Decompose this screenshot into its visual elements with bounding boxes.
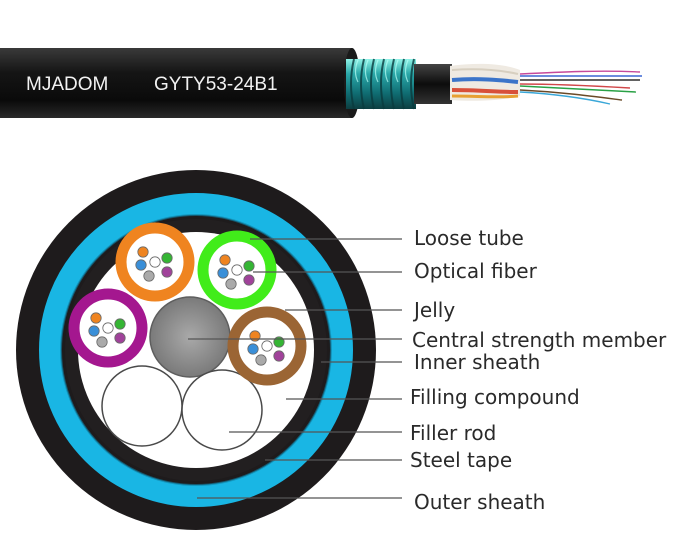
cable-steel-armor (346, 58, 416, 110)
optical-fiber (243, 260, 255, 272)
optical-fiber (149, 256, 161, 268)
optical-fiber (231, 264, 243, 276)
optical-fiber (161, 252, 173, 264)
optical-fiber (243, 274, 255, 286)
optical-fiber (143, 270, 155, 282)
optical-fiber (88, 325, 100, 337)
optical-fiber (247, 343, 259, 355)
optical-fiber (217, 267, 229, 279)
optical-fiber (102, 322, 114, 334)
optical-fiber (273, 350, 285, 362)
label-filling-compound: Filling compound (410, 385, 580, 409)
optical-fiber (273, 336, 285, 348)
cable-model-text: GYTY53-24B1 (154, 74, 278, 95)
label-inner-sheath: Inner sheath (414, 350, 541, 374)
cable-inner-sheath (414, 64, 452, 104)
optical-fiber (137, 246, 149, 258)
cable-brand-text: MJADOM (26, 74, 108, 95)
optical-fiber (219, 254, 231, 266)
central-strength-member (149, 296, 231, 378)
optical-fiber (90, 312, 102, 324)
optical-fiber (114, 332, 126, 344)
cable-outer-sheath (0, 48, 352, 118)
label-central-strength-member: Central strength member (412, 328, 667, 352)
optical-fiber (225, 278, 237, 290)
label-outer-sheath: Outer sheath (414, 490, 546, 514)
cable-fibers (519, 70, 642, 105)
optical-fiber (161, 266, 173, 278)
optical-fiber (255, 354, 267, 366)
cross-section-diagram (16, 170, 376, 530)
label-filler-rod: Filler rod (410, 421, 497, 445)
optical-fiber (261, 340, 273, 352)
filler-rod-left (101, 365, 183, 447)
loose-tube-orange (115, 222, 195, 302)
filler-rod-right (181, 369, 263, 451)
label-jelly: Jelly (414, 298, 456, 322)
steel-tape (39, 193, 353, 507)
optical-fiber (96, 336, 108, 348)
cable-photo: MJADOM GYTY53-24B1 (0, 48, 642, 118)
label-steel-tape: Steel tape (410, 448, 513, 472)
optical-fiber (135, 259, 147, 271)
loose-tube-green (197, 230, 277, 310)
label-loose-tube: Loose tube (414, 226, 524, 250)
optical-fiber (114, 318, 126, 330)
loose-tube-purple (68, 288, 148, 368)
optical-fiber (249, 330, 261, 342)
loose-tube-brown (227, 306, 307, 386)
label-optical-fiber: Optical fiber (414, 259, 537, 283)
